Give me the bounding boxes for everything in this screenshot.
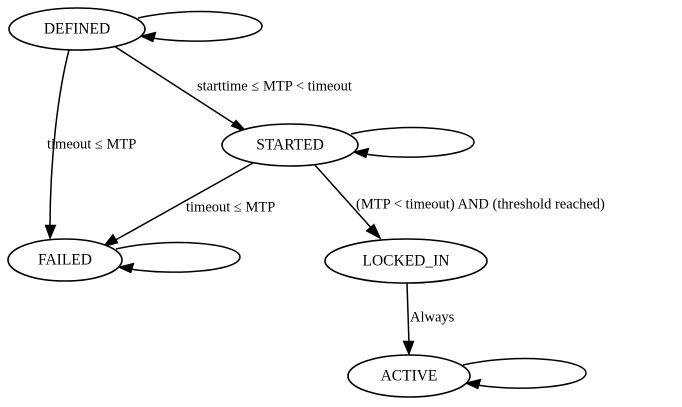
edge-path-locked-in-active bbox=[406, 282, 410, 345]
node-started[interactable]: STARTED bbox=[221, 123, 359, 167]
node-failed-label: FAILED bbox=[38, 252, 92, 269]
node-locked-in-ellipse[interactable] bbox=[324, 238, 488, 284]
edge-label-locked-in-active: Always bbox=[410, 309, 455, 325]
arrowhead-defined-self bbox=[139, 31, 157, 43]
arrowhead-active-self bbox=[464, 378, 482, 390]
edge-active-self-loop bbox=[462, 357, 587, 390]
edge-defined-self-loop bbox=[137, 10, 263, 43]
edge-path-defined-failed bbox=[49, 49, 70, 229]
edge-label-started-failed: timeout ≤ MTP bbox=[186, 199, 275, 215]
node-started-ellipse[interactable] bbox=[221, 123, 359, 167]
edge-locked-in-to-active bbox=[402, 282, 415, 356]
arrowhead-failed-self bbox=[117, 262, 135, 274]
node-defined[interactable]: DEFINED bbox=[8, 7, 146, 51]
edge-label-defined-started: starttime ≤ MTP < timeout bbox=[197, 78, 352, 94]
node-active[interactable]: ACTIVE bbox=[347, 354, 471, 398]
arrowhead-started-locked-in bbox=[365, 223, 382, 240]
loop-path-started bbox=[350, 126, 475, 158]
edge-path-started-failed bbox=[111, 162, 254, 243]
node-defined-label: DEFINED bbox=[44, 21, 110, 38]
edge-defined-to-failed bbox=[44, 49, 70, 240]
edge-label-started-locked-in: (MTP < timeout) AND (threshold reached) bbox=[356, 196, 605, 212]
loop-path-active bbox=[462, 357, 587, 389]
arrowhead-started-self bbox=[352, 147, 370, 159]
loop-path-failed bbox=[115, 241, 241, 273]
arrowhead-defined-failed bbox=[44, 224, 57, 240]
node-started-label: STARTED bbox=[256, 137, 324, 154]
edge-failed-self-loop bbox=[115, 241, 241, 274]
edge-started-to-failed bbox=[102, 162, 254, 248]
node-failed[interactable]: FAILED bbox=[7, 238, 123, 282]
edge-path-defined-started bbox=[113, 45, 242, 129]
node-active-ellipse[interactable] bbox=[347, 354, 471, 398]
node-defined-ellipse[interactable] bbox=[8, 7, 146, 51]
loop-path-defined bbox=[137, 10, 263, 42]
edge-started-self-loop bbox=[350, 126, 475, 159]
edge-path-started-locked-in bbox=[313, 163, 375, 232]
arrowhead-locked-in-active bbox=[402, 340, 415, 356]
node-locked-in-label: LOCKED_IN bbox=[363, 253, 450, 270]
node-failed-ellipse[interactable] bbox=[7, 238, 123, 282]
edge-label-defined-failed: timeout ≤ MTP bbox=[47, 136, 136, 152]
arrowhead-started-failed bbox=[102, 233, 119, 248]
node-locked-in[interactable]: LOCKED_IN bbox=[324, 238, 488, 284]
edge-started-to-locked-in bbox=[313, 163, 382, 240]
node-active-label: ACTIVE bbox=[381, 368, 438, 385]
